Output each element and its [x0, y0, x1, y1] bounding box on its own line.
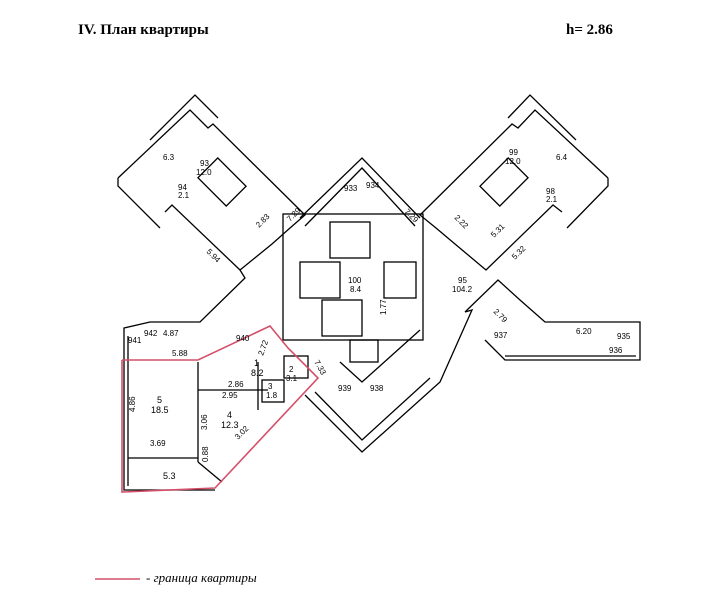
stair-nw: [197, 157, 247, 207]
dim-5-88: 5.88: [172, 349, 188, 358]
dim-3-06: 3.06: [200, 414, 209, 430]
wall-nw-wing: [117, 109, 306, 271]
label-98-area: 2.1: [546, 195, 558, 204]
dim-5-32: 5.32: [510, 244, 528, 262]
dim-2-86: 2.86: [228, 380, 244, 389]
label-4-87: 4.87: [163, 329, 179, 338]
legend-text: - граница квартиры: [146, 570, 257, 585]
label-6-3: 6.3: [163, 153, 175, 162]
label-95: 95: [458, 276, 467, 285]
page-title: IV. План квартиры: [78, 22, 209, 38]
dim-7-29-right: 7.29: [403, 207, 421, 225]
dim-2-83: 2.83: [254, 212, 272, 230]
elevator-1: [329, 221, 371, 259]
label-6-20: 6.20: [576, 327, 592, 336]
dim-2-22: 2.22: [453, 213, 471, 231]
stair-ne: [479, 157, 529, 207]
wall-ne-wing: [419, 109, 609, 271]
label-937: 937: [494, 331, 508, 340]
wall-center-top: [299, 157, 421, 219]
label-940: 940: [236, 334, 250, 343]
dim-1-77: 1.77: [379, 299, 388, 315]
elevator-4: [383, 261, 417, 299]
label-99-area: 12.0: [505, 157, 521, 166]
wall-center-bottom-inner: [314, 377, 431, 441]
label-94-area: 2.1: [178, 191, 190, 200]
wall-w-wing: [123, 269, 246, 491]
room-labels: 5 18.5 4 12.3 1 8.2 2 3.1 3 1.8 5.3: [151, 358, 298, 481]
wall-ne-top: [507, 94, 577, 141]
label-100: 100: [348, 276, 362, 285]
label-936: 936: [609, 346, 623, 355]
label-100-area: 8.4: [350, 285, 362, 294]
wall-center-top-inner: [304, 167, 416, 227]
room-4-number: 4: [227, 410, 232, 420]
label-93: 93: [200, 159, 209, 168]
room-2-area: 3.1: [286, 374, 298, 383]
label-93-area: 12.0: [196, 168, 212, 177]
wc-room: [261, 379, 285, 403]
label-941: 941: [128, 336, 142, 345]
wall-center-bottom: [304, 308, 474, 453]
label-935: 935: [617, 332, 631, 341]
label-6-4: 6.4: [556, 153, 568, 162]
ceiling-height: h= 2.86: [566, 22, 613, 38]
wall-nw-top: [149, 94, 219, 141]
label-98: 98: [546, 187, 555, 196]
dim-2-72: 2.72: [256, 338, 270, 356]
dim-2-79: 2.79: [492, 307, 510, 325]
dim-0-88: 0.88: [201, 446, 210, 462]
room-1-area: 8.2: [251, 368, 264, 378]
label-94: 94: [178, 183, 187, 192]
wall-center-corridor: [339, 329, 421, 383]
shaft: [349, 339, 379, 363]
room-3-number: 3: [268, 382, 273, 391]
label-933: 933: [344, 184, 358, 193]
label-934: 934: [366, 181, 380, 190]
wall-balcony-diag: [197, 461, 223, 483]
dim-3-69: 3.69: [150, 439, 166, 448]
room-4-area: 12.3: [221, 420, 239, 430]
label-939: 939: [338, 384, 352, 393]
room-2-number: 2: [289, 365, 294, 374]
balcony-area: 5.3: [163, 471, 176, 481]
room-5-number: 5: [157, 395, 162, 405]
building-walls: [117, 94, 641, 491]
room-3-area: 1.8: [266, 391, 278, 400]
label-938: 938: [370, 384, 384, 393]
dim-4-86: 4.86: [128, 396, 137, 412]
room-1-number: 1: [254, 358, 259, 368]
label-942: 942: [144, 329, 158, 338]
label-95-area: 104.2: [452, 285, 473, 294]
room-5-area: 18.5: [151, 405, 169, 415]
wall-ne-corner: [566, 178, 609, 229]
dim-7-29-left: 7.29: [285, 206, 303, 224]
apartment-boundary: [121, 325, 320, 493]
label-99: 99: [509, 148, 518, 157]
dim-5-31: 5.31: [489, 222, 507, 240]
elevator-3: [321, 299, 363, 337]
dim-2-95: 2.95: [222, 391, 238, 400]
wall-nw-corner: [117, 178, 161, 229]
elevator-2: [299, 261, 341, 299]
wall-e-wing: [464, 279, 641, 361]
